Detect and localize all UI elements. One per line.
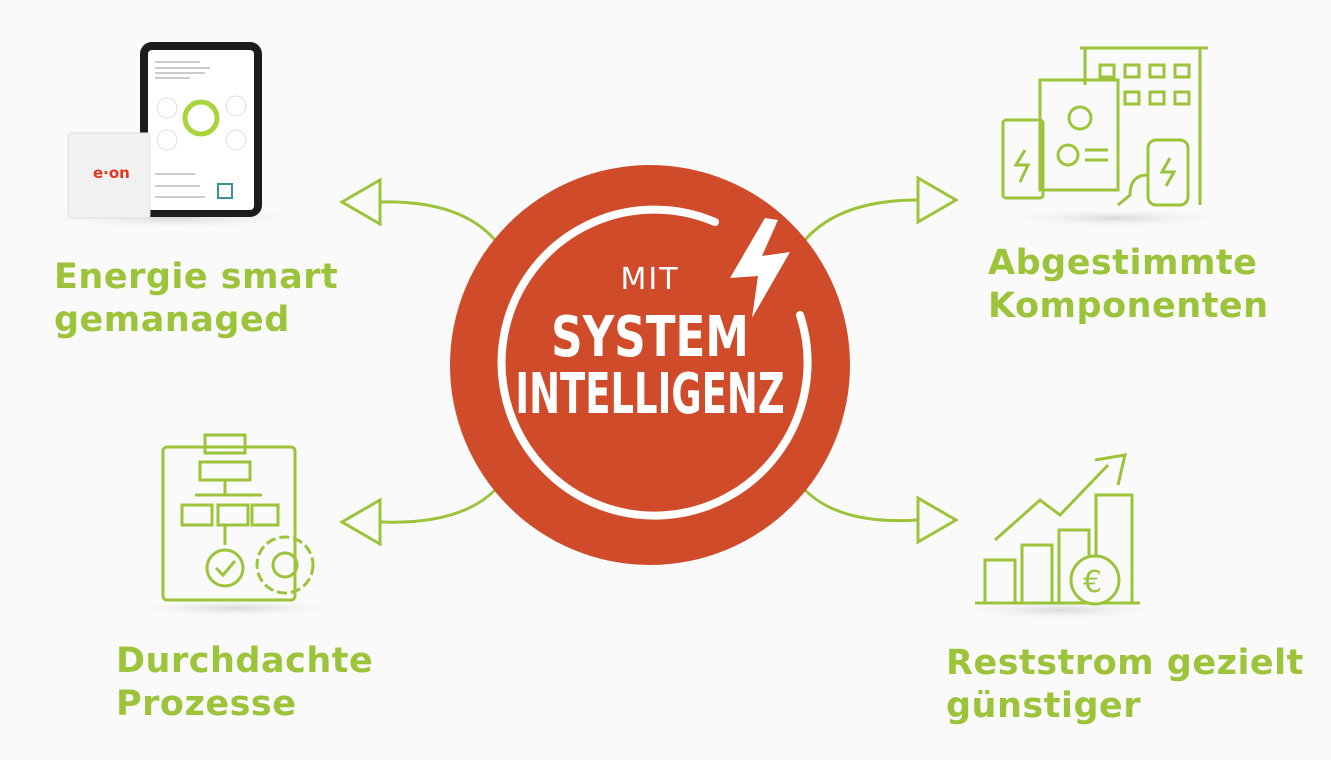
feature-label-reststrom: Reststrom gezielt günstiger: [946, 642, 1304, 728]
feature-label-line: Energie smart: [54, 257, 339, 297]
components-icon: [1001, 46, 1208, 207]
cost-chart-icon: €: [975, 453, 1140, 606]
arrowhead-icon: [916, 495, 959, 545]
feature-label-line: gemanaged: [54, 300, 290, 340]
svg-text:€: €: [1083, 565, 1102, 600]
feature-label-energie: Energie smart gemanaged: [54, 256, 338, 342]
lightning-icon: [730, 218, 790, 318]
svg-text:e·on: e·on: [93, 164, 130, 182]
feature-label-line: Komponenten: [988, 286, 1269, 326]
process-icon: [161, 433, 315, 602]
tablet-app-icon: e·on: [67, 42, 262, 219]
feature-label-line: Durchdachte: [116, 641, 374, 681]
arrow-top-left: [379, 200, 497, 241]
feature-label-komponenten: Abgestimmte Komponenten: [988, 242, 1269, 328]
arrowhead-icon: [339, 177, 382, 227]
shadow: [125, 598, 345, 618]
arrowhead-icon: [339, 497, 382, 547]
feature-label-line: Abgestimmte: [988, 243, 1258, 283]
center-text-system: SYSTEM: [551, 305, 749, 370]
feature-label-line: Prozesse: [116, 684, 297, 724]
center-ring: [497, 205, 812, 520]
shadow: [995, 208, 1235, 228]
center-text-mit: MIT: [620, 262, 680, 297]
arrowhead-icon: [916, 175, 959, 225]
feature-label-prozesse: Durchdachte Prozesse: [116, 640, 373, 726]
feature-label-line: Reststrom gezielt: [946, 643, 1304, 683]
center-text-intelligenz: INTELLIGENZ: [515, 362, 785, 427]
connector-arrows: [339, 175, 959, 547]
shadow: [950, 600, 1170, 620]
feature-label-line: günstiger: [946, 686, 1142, 726]
